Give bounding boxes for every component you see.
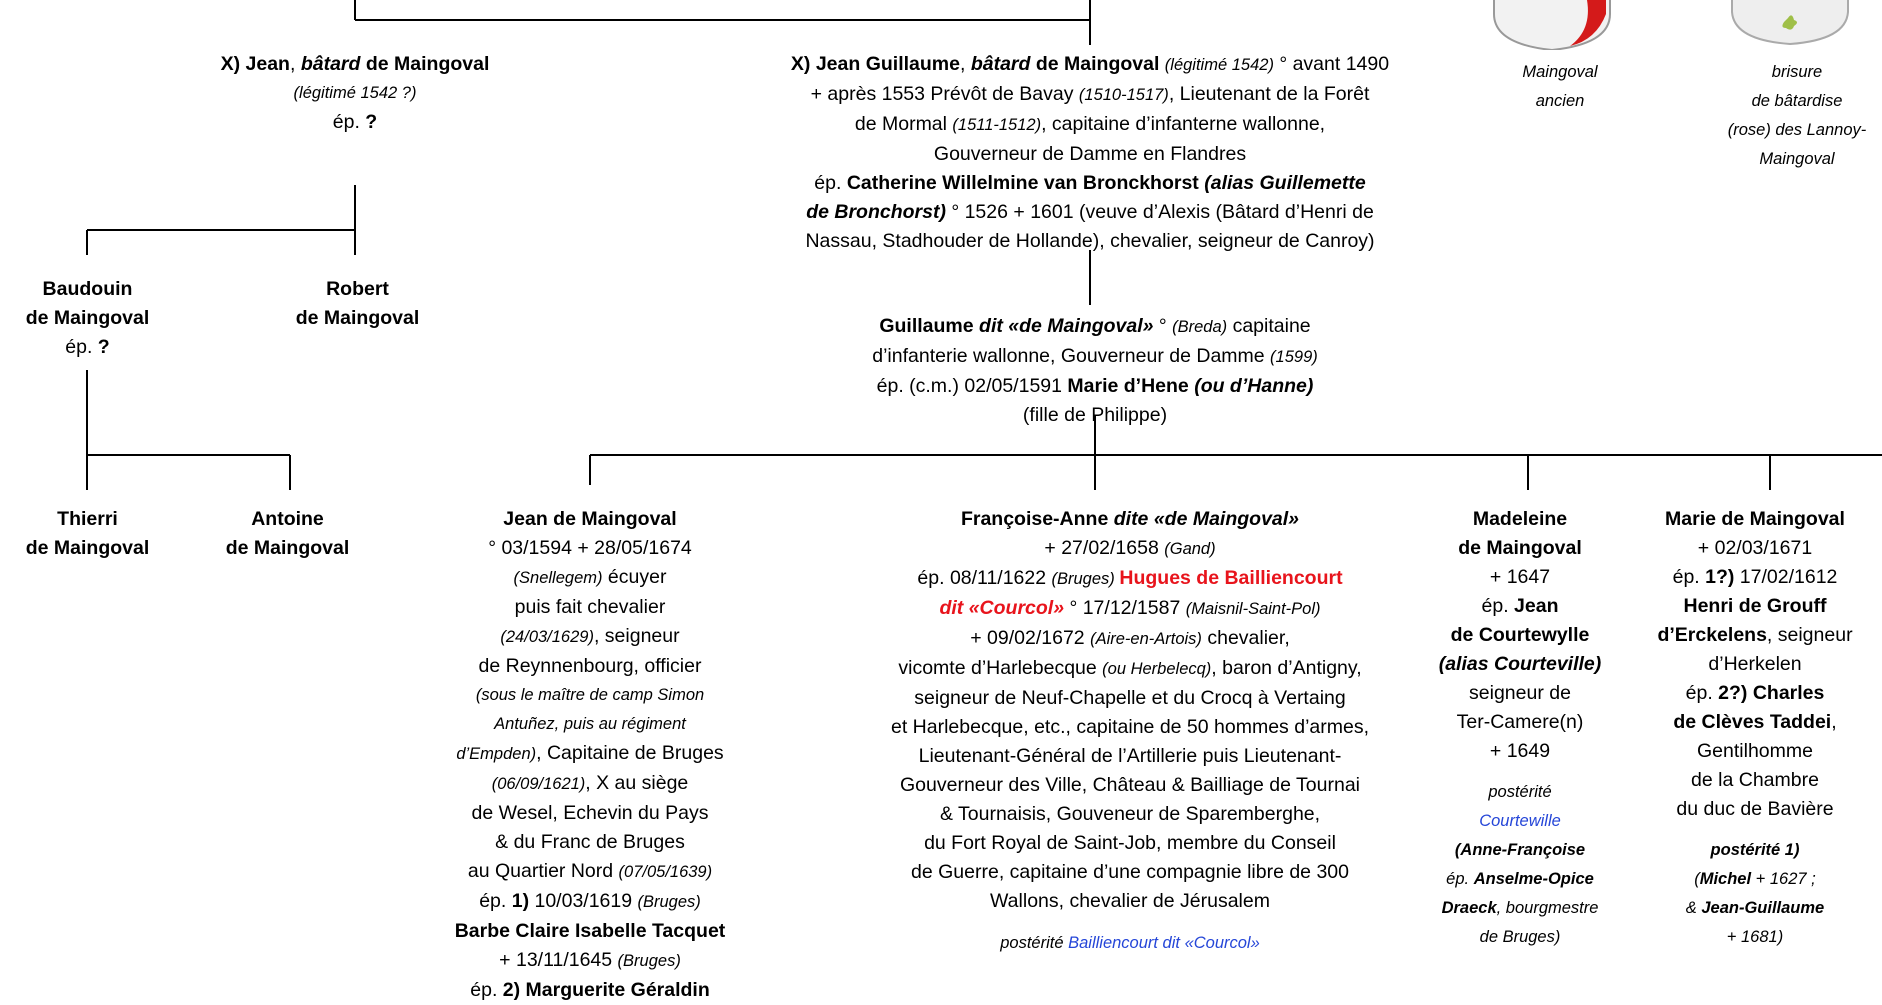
person-marie: Marie de Maingoval + 02/03/1671 ép. 1?) …: [1657, 508, 1853, 946]
connector-lines: [86, 0, 1882, 490]
link-bailliencourt[interactable]: Bailliencourt dit «Courcol»: [1068, 934, 1260, 952]
connector-guillaume-children: [589, 415, 1882, 490]
maingoval-ancien-shield-icon: [1493, 0, 1611, 50]
person-baudouin: Baudouin de Maingoval ép. ?: [25, 278, 150, 358]
lannoy-maingoval-rose-shield-icon: [1731, 0, 1849, 46]
connector-top: [354, 0, 1091, 45]
connector-jean-children: [86, 185, 356, 255]
person-jean-de-maingoval: Jean de Maingoval ° 03/1594 + 28/05/1674…: [454, 508, 726, 1001]
person-guillaume: Guillaume dit «de Maingoval» ° (Breda) c…: [872, 315, 1318, 426]
person-jean-batard: X) Jean, bâtard de Maingoval (légitimé 1…: [220, 53, 490, 133]
person-thierri: Thierri de Maingoval: [25, 508, 150, 559]
person-francoise-anne: Françoise-Anne dite «de Maingoval» + 27/…: [890, 508, 1369, 952]
connector-baudouin-children: [86, 370, 291, 490]
person-jean-guillaume: X) Jean Guillaume, bâtard de Maingoval (…: [790, 53, 1390, 252]
person-antoine: Antoine de Maingoval: [225, 508, 350, 559]
link-courtewille[interactable]: Courtewille: [1479, 812, 1561, 830]
person-madeleine: Madeleine de Maingoval + 1647 ép. Jean d…: [1405, 505, 1635, 952]
person-robert: Robert de Maingoval: [295, 278, 420, 329]
